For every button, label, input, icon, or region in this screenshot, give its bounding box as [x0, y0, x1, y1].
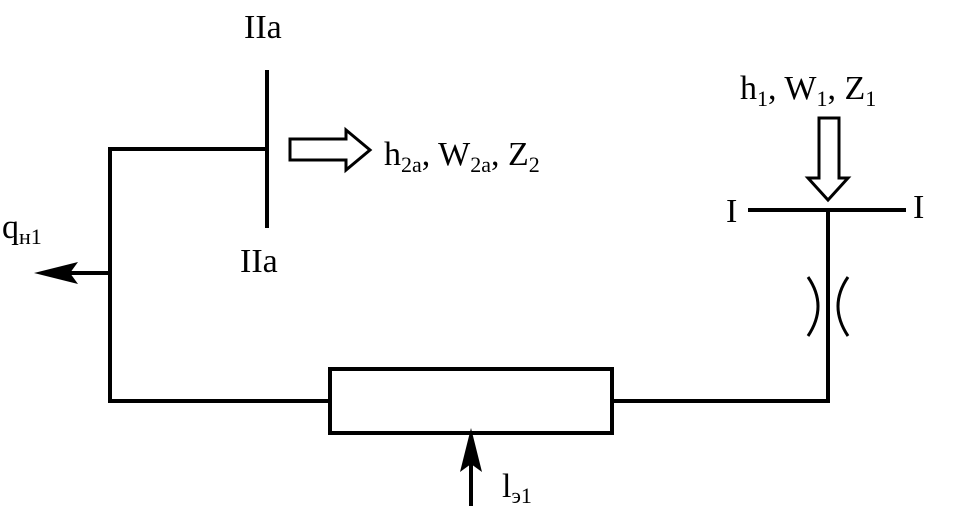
work-arrowhead: [460, 428, 482, 472]
section-iia-bottom-label: IIa: [240, 243, 278, 280]
pipe-top-left: [108, 147, 330, 403]
inlet-label: h1, W1, Z1: [740, 70, 876, 111]
section-iia-top-label: IIa: [244, 9, 282, 46]
work-element: [328, 367, 614, 435]
heat-loss-arrowhead: [34, 262, 78, 284]
outlet-label: h2a, W2a, Z2: [384, 136, 540, 177]
heat-loss-label: qн1: [2, 209, 42, 249]
pipe-right: [612, 210, 830, 403]
outlet-hollow-arrow: [288, 126, 373, 174]
inlet-hollow-arrow: [804, 116, 852, 203]
section-i-right-label: I: [913, 189, 924, 226]
work-label: lэ1: [502, 468, 532, 508]
throttle-left-arc: [806, 276, 820, 337]
section-i-left-label: I: [726, 193, 737, 230]
throttle-right-arc: [836, 276, 850, 337]
